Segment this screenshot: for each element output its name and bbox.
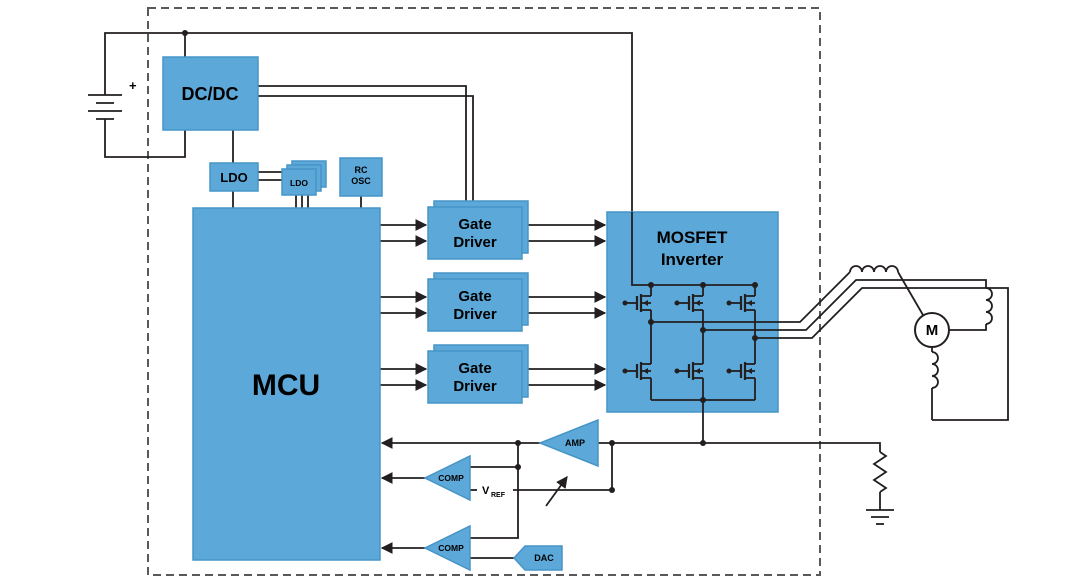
gate-driver-3-label-line1: Gate	[458, 360, 491, 377]
mcu-label: MCU	[252, 369, 320, 402]
gate-driver-1-label-line1: Gate	[458, 216, 491, 233]
comp-top-triangle	[423, 454, 471, 502]
gate-driver-2-label-line2: Driver	[453, 306, 497, 323]
comp-bottom-label: COMP	[438, 543, 464, 553]
rc-osc-label-line1: RC	[355, 165, 368, 175]
gate-driver-3-label-line2: Driver	[453, 378, 497, 395]
battery-plus-label: +	[129, 78, 137, 93]
motor-label: M	[926, 322, 939, 339]
gate-driver-1-label-line2: Driver	[453, 234, 497, 251]
ground-icon	[866, 509, 894, 525]
ldo-label: LDO	[220, 170, 247, 185]
inverter-label-line1: MOSFET	[657, 228, 728, 247]
gate-driver-block-2	[427, 272, 529, 332]
vref-sub-label: REF	[491, 492, 506, 499]
gate-driver-block-1	[427, 200, 529, 260]
analog-wires	[380, 437, 881, 559]
comp-bottom-triangle	[423, 524, 471, 572]
dcdc-label: DC/DC	[182, 84, 239, 104]
dcdc-block	[162, 56, 259, 131]
battery-icon	[88, 94, 122, 120]
mosfet-symbol-5	[677, 362, 703, 380]
vref-label: V	[482, 485, 490, 497]
rc-osc-block	[339, 157, 383, 197]
board-dashed-border	[147, 7, 821, 576]
mosfet-symbol-2	[677, 294, 703, 312]
gate-driver-2-label-line1: Gate	[458, 288, 491, 305]
ldo-small-label: LDO	[290, 178, 308, 188]
signal-arrows	[380, 219, 607, 391]
dac-label: DAC	[534, 553, 554, 563]
potentiometer-icon	[545, 476, 568, 507]
motor-icon	[914, 312, 950, 348]
winding-icon-b	[985, 287, 993, 325]
ldo-stack-block	[281, 160, 327, 196]
amp-label: AMP	[565, 438, 585, 448]
mcu-block	[192, 207, 381, 561]
inverter-label-line2: Inverter	[661, 250, 724, 269]
winding-icon-c	[931, 351, 939, 389]
mosfet-symbol-4	[625, 362, 651, 380]
motor-phase-wires	[651, 265, 1009, 421]
shunt-resistor-icon	[872, 451, 888, 510]
comp-top-label: COMP	[438, 473, 464, 483]
gate-driver-block-3	[427, 344, 529, 404]
mosfet-symbol-3	[729, 294, 755, 312]
junction-dots	[182, 30, 758, 493]
ldo-block	[209, 162, 259, 192]
power-wires	[104, 32, 633, 212]
rc-osc-label-line2: OSC	[351, 176, 371, 186]
dac-block	[512, 545, 563, 571]
amp-triangle	[537, 418, 599, 468]
winding-icon-a	[849, 265, 899, 273]
